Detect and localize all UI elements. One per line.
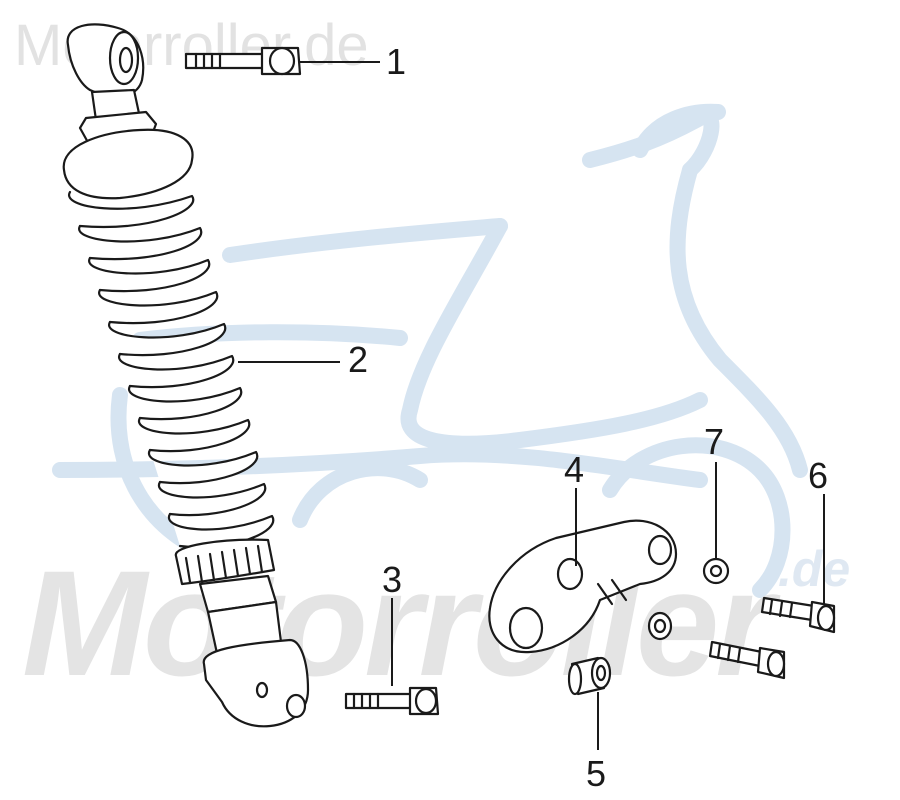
leader-lines: [238, 61, 825, 750]
callout-4: 4: [564, 449, 585, 490]
callout-1: 1: [386, 41, 407, 82]
hex-bolt-icon: [344, 686, 440, 716]
socket-bolt-icon: [708, 640, 786, 680]
socket-bolt-icon: [760, 596, 836, 634]
callout-6: 6: [808, 455, 829, 496]
hex-bolt-icon: [184, 46, 302, 76]
callout-5: 5: [586, 753, 607, 794]
callout-2: 2: [348, 339, 369, 380]
watermark-suffix: .de: [778, 541, 851, 597]
shock-absorber-icon: [62, 23, 310, 728]
bracket-icon: [488, 519, 678, 654]
callout-7: 7: [704, 421, 725, 462]
callout-3: 3: [382, 559, 403, 600]
bushing-icon: [567, 656, 612, 696]
washer-icon: [647, 557, 730, 641]
